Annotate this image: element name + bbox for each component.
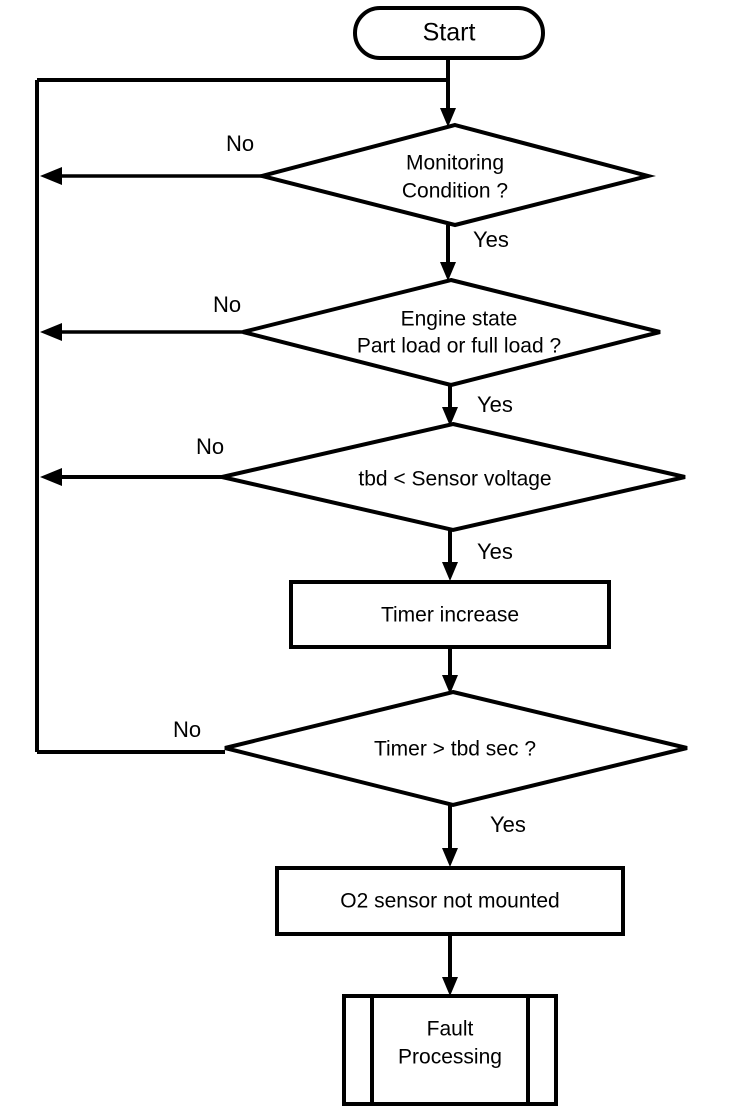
edge-sensor-voltage-no: No [40, 434, 224, 486]
decision-sensor-voltage-label-line1: tbd < Sensor voltage [358, 468, 551, 491]
edge-start-to-monitoring [440, 58, 456, 127]
arrow-head-down [440, 262, 456, 281]
edge-monitoring-no: No [40, 131, 262, 185]
start-label: Start [423, 19, 476, 47]
arrow-head-down [442, 407, 458, 426]
edge-label-yes-engine-state: Yes [477, 392, 513, 417]
arrow-head-down [442, 675, 458, 694]
arrow-head-down [442, 977, 458, 996]
arrow-head-down [440, 108, 456, 127]
node-process-sensor-not-mounted: O2 sensor not mounted [275, 866, 625, 936]
edge-timer-increase-to-decision [442, 647, 458, 694]
decision-sensor-voltage-shape [221, 421, 686, 533]
decision-monitoring-label-line2: Condition ? [402, 180, 508, 203]
edge-engine-state-yes: Yes [442, 385, 513, 426]
edge-sensor-voltage-yes: Yes [442, 530, 513, 581]
process-timer-increase-label: Timer increase [381, 604, 519, 627]
decision-timer-label: Timer > tbd sec ? [374, 738, 536, 761]
edge-label-no-monitoring: No [226, 131, 254, 156]
node-decision-timer: Timer > tbd sec ? [224, 689, 688, 808]
loopback-rail [35, 78, 448, 754]
decision-engine-state-shape [242, 277, 661, 388]
decision-monitoring-label-line1: Monitoring [406, 152, 504, 175]
predefined-fault-processing-label-line2: Processing [398, 1046, 502, 1069]
edge-label-yes-timer: Yes [490, 812, 526, 837]
arrow-head-down [442, 848, 458, 867]
arrow-head-left [40, 323, 62, 341]
edge-timer-yes: Yes [442, 805, 526, 867]
node-start: Start [353, 6, 545, 60]
decision-engine-state-label-line1: Engine state [401, 308, 518, 331]
node-decision-sensor-voltage: tbd < Sensor voltage [221, 421, 686, 533]
edge-label-no-sensor-voltage: No [196, 434, 224, 459]
decision-monitoring-shape [254, 122, 656, 228]
node-decision-monitoring: Monitoring Condition ? [254, 122, 656, 228]
node-process-timer-increase: Timer increase [289, 580, 611, 649]
edge-label-yes-sensor-voltage: Yes [477, 539, 513, 564]
edge-engine-state-no: No [40, 292, 243, 341]
edge-label-yes-monitoring: Yes [473, 227, 509, 252]
predefined-fault-processing-shape [342, 994, 558, 1106]
edge-sensor-to-fault-processing [442, 934, 458, 996]
edge-timer-no: No [173, 717, 201, 742]
decision-engine-state-label-line2: Part load or full load ? [357, 335, 561, 358]
edge-label-no-engine-state: No [213, 292, 241, 317]
predefined-fault-processing-label-line1: Fault [427, 1018, 474, 1041]
arrow-head-left [40, 167, 62, 185]
node-decision-engine-state: Engine state Part load or full load ? [242, 277, 661, 388]
node-predefined-fault-processing: Fault Processing [342, 994, 558, 1106]
decision-timer-shape [224, 689, 688, 808]
process-sensor-not-mounted-label: O2 sensor not mounted [340, 890, 559, 913]
edge-monitoring-yes: Yes [440, 225, 509, 281]
arrow-head-down [442, 562, 458, 581]
edge-label-no-timer: No [173, 717, 201, 742]
arrow-head-left [40, 468, 62, 486]
